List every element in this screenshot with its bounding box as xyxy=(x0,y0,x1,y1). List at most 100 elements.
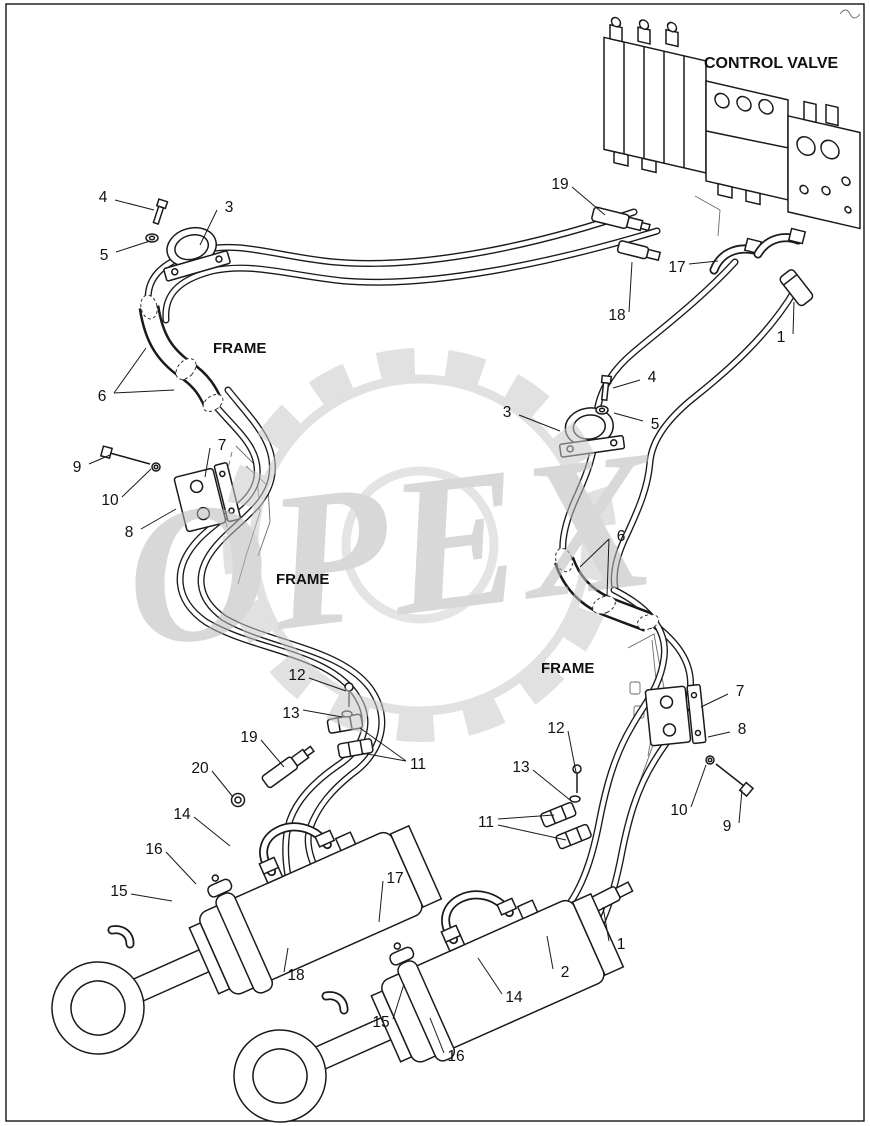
leader-line xyxy=(606,538,610,597)
fitting-19-lower xyxy=(261,745,315,789)
rubber-clip-right xyxy=(321,991,349,1015)
leader-line xyxy=(429,1017,445,1054)
leader-line xyxy=(690,764,707,808)
callout-10-32: 10 xyxy=(670,802,688,819)
callout-16-22: 16 xyxy=(145,841,162,858)
callout-3-2: 3 xyxy=(225,199,234,216)
callout-6-15: 6 xyxy=(617,528,626,545)
corner-scribble xyxy=(839,9,861,19)
leader-line xyxy=(361,752,407,762)
leader-line xyxy=(792,301,795,335)
callout-8-11: 8 xyxy=(125,524,134,541)
leader-line xyxy=(378,880,384,923)
leader-line xyxy=(688,260,719,265)
leader-line xyxy=(738,789,743,824)
page-border xyxy=(5,3,865,1122)
callout-20-19: 20 xyxy=(191,760,209,777)
callout-15-23: 15 xyxy=(110,883,127,900)
callout-4-12: 4 xyxy=(648,369,657,386)
leader-line xyxy=(283,947,289,973)
callout-12-30: 12 xyxy=(547,720,564,737)
rubber-clip-left xyxy=(107,925,135,949)
control-valve-assembly xyxy=(603,16,861,230)
leader-line xyxy=(546,935,554,970)
callout-7-10: 7 xyxy=(218,437,227,454)
washer-right xyxy=(705,755,715,765)
callout-5-14: 5 xyxy=(651,416,660,433)
leader-line xyxy=(359,727,407,762)
callout-1-6: 1 xyxy=(777,329,786,346)
callout-4-0: 4 xyxy=(99,189,108,206)
clamp-halves-right xyxy=(540,801,592,850)
clamp-plate-right xyxy=(644,683,707,747)
frame-label-2: FRAME xyxy=(276,571,329,588)
leader-line xyxy=(707,731,731,738)
leader-line xyxy=(204,447,211,478)
control-valve-label: CONTROL VALVE xyxy=(704,55,839,72)
leader-line xyxy=(199,209,218,246)
leader-line xyxy=(113,347,147,394)
callout-15-26: 15 xyxy=(372,1014,389,1031)
leader-lines xyxy=(88,186,795,1054)
leader-line xyxy=(518,414,561,432)
leader-line xyxy=(115,240,151,253)
leader-line xyxy=(579,538,610,568)
frame-label-3: FRAME xyxy=(541,660,594,677)
screw-left xyxy=(99,445,151,465)
gear-watermark-icon xyxy=(223,348,617,742)
callout-7-28: 7 xyxy=(736,683,745,700)
rubber-elbow-left xyxy=(139,294,226,415)
callout-13-17: 13 xyxy=(282,705,299,722)
hose-end-top xyxy=(779,269,814,307)
callout-13-31: 13 xyxy=(512,759,529,776)
callout-19-18: 19 xyxy=(240,729,257,746)
callout-16-27: 16 xyxy=(447,1048,464,1065)
fitting-19-top xyxy=(591,206,651,232)
washer-mid-right xyxy=(595,405,609,415)
leader-line xyxy=(613,412,644,422)
callout-19-3: 19 xyxy=(551,176,568,193)
callout-2-36: 2 xyxy=(561,964,570,981)
nut-20 xyxy=(230,792,246,808)
leader-line xyxy=(700,693,729,708)
callout-18-25: 18 xyxy=(287,967,304,984)
leader-line xyxy=(497,824,567,841)
leader-line xyxy=(477,957,503,995)
elbow-fitting-top xyxy=(709,227,807,275)
leader-line xyxy=(567,730,577,773)
callout-17-4: 17 xyxy=(668,259,685,276)
callout-14-21: 14 xyxy=(173,806,191,823)
leader-line xyxy=(260,739,285,768)
leader-line xyxy=(211,770,234,798)
callout-10-9: 10 xyxy=(101,492,119,509)
callout-3-13: 3 xyxy=(503,404,512,421)
leader-line xyxy=(121,468,152,498)
callout-8-29: 8 xyxy=(738,721,747,738)
leader-line xyxy=(113,389,175,394)
callout-11-20: 11 xyxy=(410,756,426,773)
callout-5-1: 5 xyxy=(100,247,109,264)
leader-line xyxy=(308,677,347,692)
callout-12-16: 12 xyxy=(288,667,305,684)
leader-line xyxy=(88,454,111,465)
leader-line xyxy=(193,816,231,847)
frame-outline-valve xyxy=(694,195,721,237)
callout-1-35: 1 xyxy=(617,936,626,953)
callout-17-24: 17 xyxy=(386,870,403,887)
screw-small-right xyxy=(572,764,582,793)
washer-top-left xyxy=(145,233,159,243)
leader-line xyxy=(392,983,405,1020)
clamp-plate-left xyxy=(173,462,242,533)
screw-right xyxy=(715,763,755,798)
callout-18-5: 18 xyxy=(608,307,625,324)
leader-line xyxy=(532,769,571,801)
leader-line xyxy=(165,851,197,885)
hydraulic-cylinder-left xyxy=(51,822,443,1055)
rubber-elbow-right xyxy=(553,547,660,632)
text-labels: CONTROL VALVE FRAME FRAME FRAME xyxy=(213,9,861,677)
fitting-18-top xyxy=(616,240,662,262)
frame-label-1: FRAME xyxy=(213,340,266,357)
